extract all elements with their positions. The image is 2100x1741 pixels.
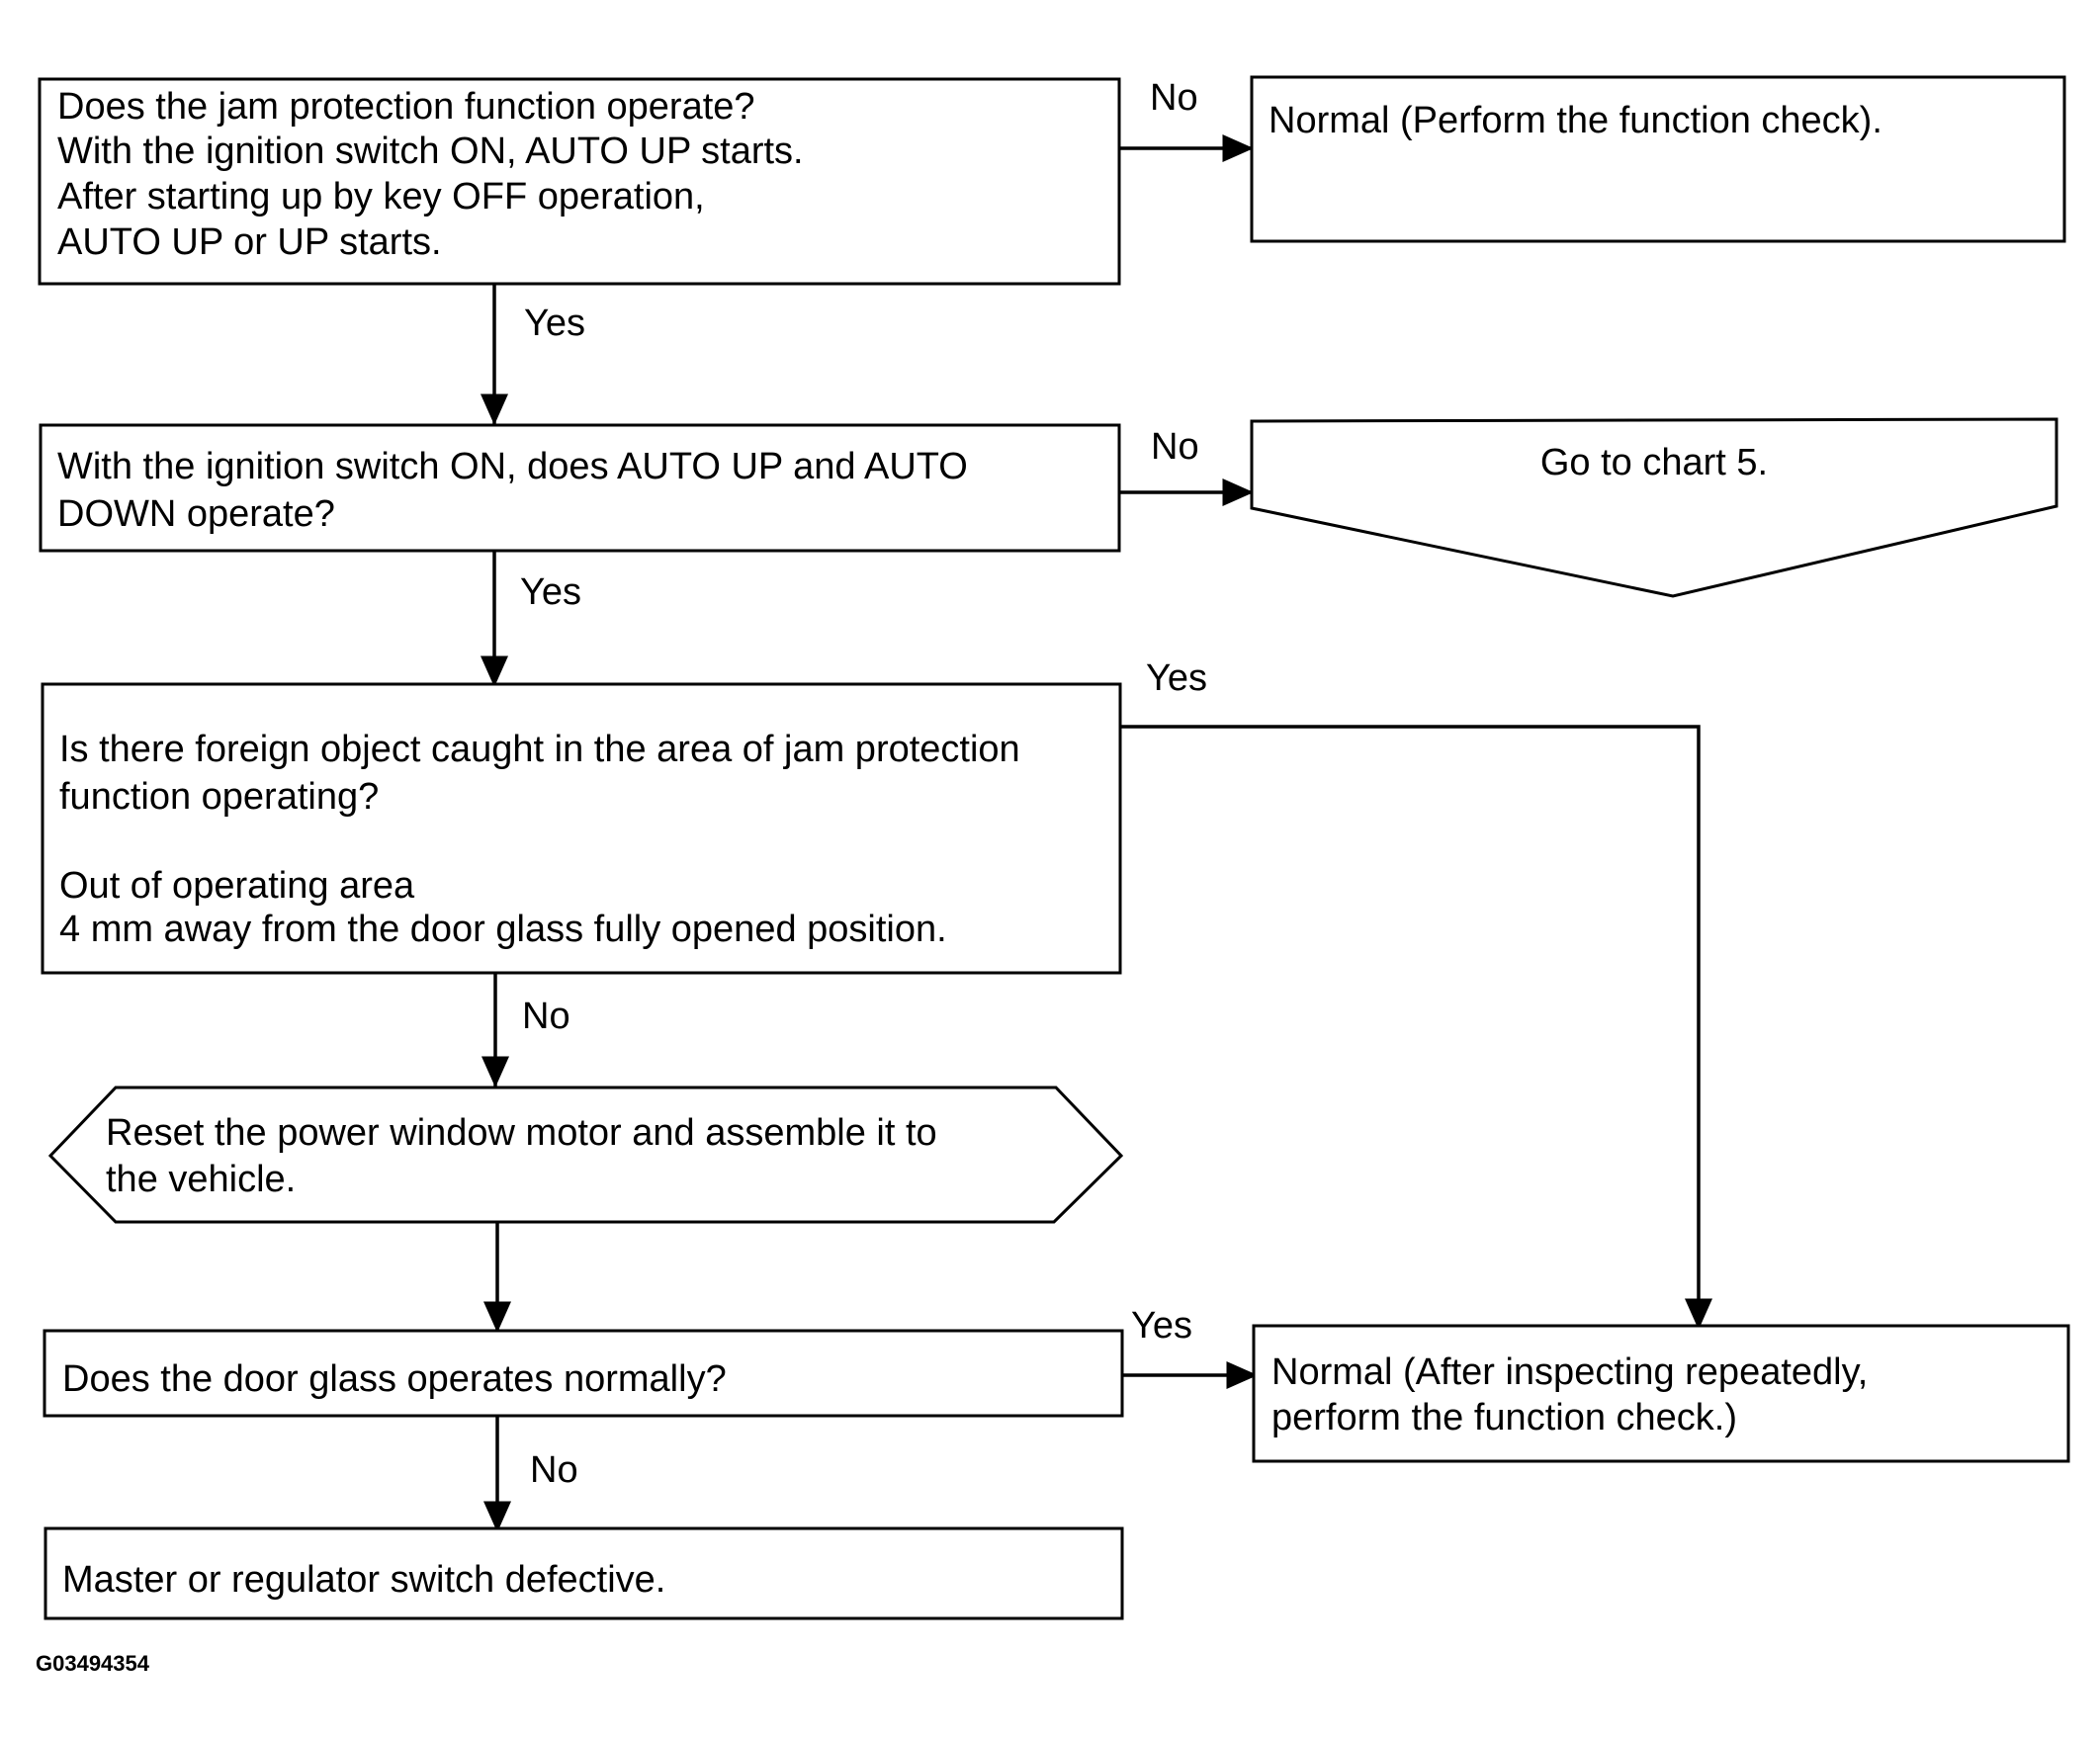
q1-no-label: No: [1150, 77, 1198, 119]
goto-text: Go to chart 5.: [1540, 442, 1768, 483]
action-hexagon: [47, 1086, 1124, 1224]
q4-text: Does the door glass operates normally?: [62, 1358, 727, 1400]
action-text: Reset the power window motor and assembl…: [106, 1112, 947, 1200]
r3-text: Master or regulator switch defective.: [62, 1559, 665, 1601]
q4-box: [43, 1329, 1124, 1418]
r3-box: [44, 1526, 1124, 1620]
figure-code: G03494354: [36, 1651, 150, 1676]
q3-box: [41, 682, 1122, 975]
r2-text: Normal (After inspecting repeatedly, per…: [1271, 1351, 1879, 1438]
r1-box: [1250, 75, 2066, 243]
q2-text: With the ignition switch ON, does AUTO U…: [57, 446, 978, 535]
r2-box: [1252, 1324, 2070, 1463]
q3-yes-arrow: [1121, 725, 1712, 1330]
q2-box: [39, 423, 1121, 553]
q4-yes-label: Yes: [1131, 1305, 1192, 1347]
q2-yes-label: Yes: [520, 571, 581, 613]
q4-no-label: No: [530, 1449, 578, 1491]
q3-yes-label: Yes: [1146, 657, 1207, 699]
q3-text: Is there foreign object caught in the ar…: [59, 729, 1030, 950]
q1-box: [38, 77, 1121, 286]
q1-text: Does the jam protection function operate…: [57, 86, 814, 263]
r1-text: Normal (Perform the function check).: [1269, 100, 1882, 141]
q3-no-label: No: [522, 996, 570, 1037]
q2-no-label: No: [1151, 426, 1199, 468]
q1-yes-label: Yes: [524, 303, 585, 344]
goto-chart-shape: [1250, 417, 2058, 598]
